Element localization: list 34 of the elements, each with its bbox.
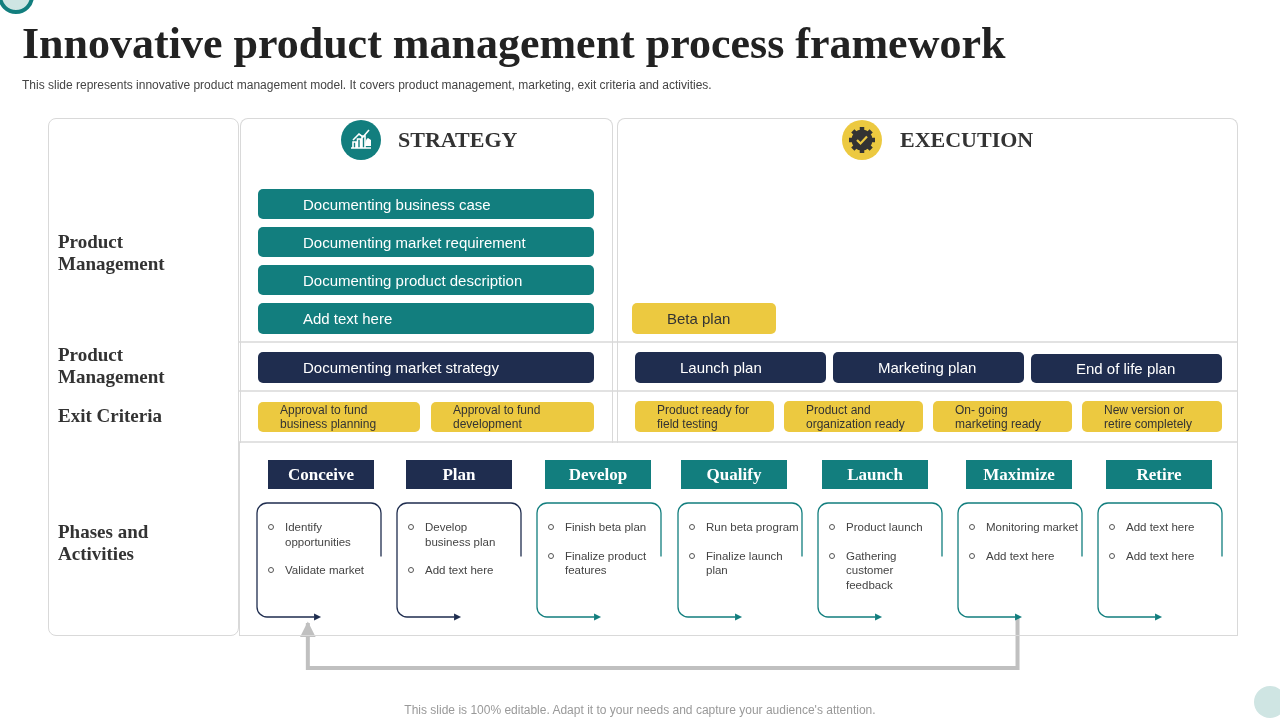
criteria-box: Approval to fund business planning xyxy=(258,402,420,432)
phase-label: Conceive xyxy=(268,460,374,489)
column-heading: EXECUTION xyxy=(900,127,1034,153)
criteria-box: Approval to fund development xyxy=(431,402,594,432)
phase-label: Maximize xyxy=(966,460,1072,489)
phase-label: Develop xyxy=(545,460,651,489)
task-bar: Documenting business case xyxy=(258,189,594,219)
criteria-box: Product ready for field testing xyxy=(635,401,774,432)
task-bar: Launch plan xyxy=(635,352,826,383)
task-bar: Documenting market requirement xyxy=(258,227,594,257)
column-heading: STRATEGY xyxy=(398,127,518,153)
phase-label: Plan xyxy=(406,460,512,489)
row-label: Product Management xyxy=(58,344,166,388)
row-label: Exit Criteria xyxy=(58,405,163,427)
row-label: Phases and Activities xyxy=(58,521,150,565)
row-label: Product Management xyxy=(58,231,166,275)
column-panel xyxy=(617,118,1238,443)
column-panel xyxy=(240,118,613,443)
task-bar: Marketing plan xyxy=(833,352,1024,383)
criteria-box: Product and organization ready xyxy=(784,401,923,432)
footer-note: This slide is 100% editable. Adapt it to your needs and capture your audience's attention. xyxy=(403,703,877,717)
criteria-box: New version or retire completely xyxy=(1082,401,1222,432)
task-bar: End of life plan xyxy=(1031,354,1222,383)
phase-label: Qualify xyxy=(681,460,787,489)
task-bar: Documenting product description xyxy=(258,265,594,295)
subtitle: This slide represents innovative product management model. It covers product management, marketing, exit criteria and activities. xyxy=(22,78,712,92)
task-bar: Add text here xyxy=(258,303,594,334)
return-arrow xyxy=(299,617,1020,670)
phase-label: Retire xyxy=(1106,460,1212,489)
criteria-box: On- going marketing ready xyxy=(933,401,1072,432)
task-bar: Beta plan xyxy=(632,303,776,334)
title: Innovative product management process framework xyxy=(22,18,1006,69)
phase-label: Launch xyxy=(822,460,928,489)
task-bar: Documenting market strategy xyxy=(258,352,594,383)
